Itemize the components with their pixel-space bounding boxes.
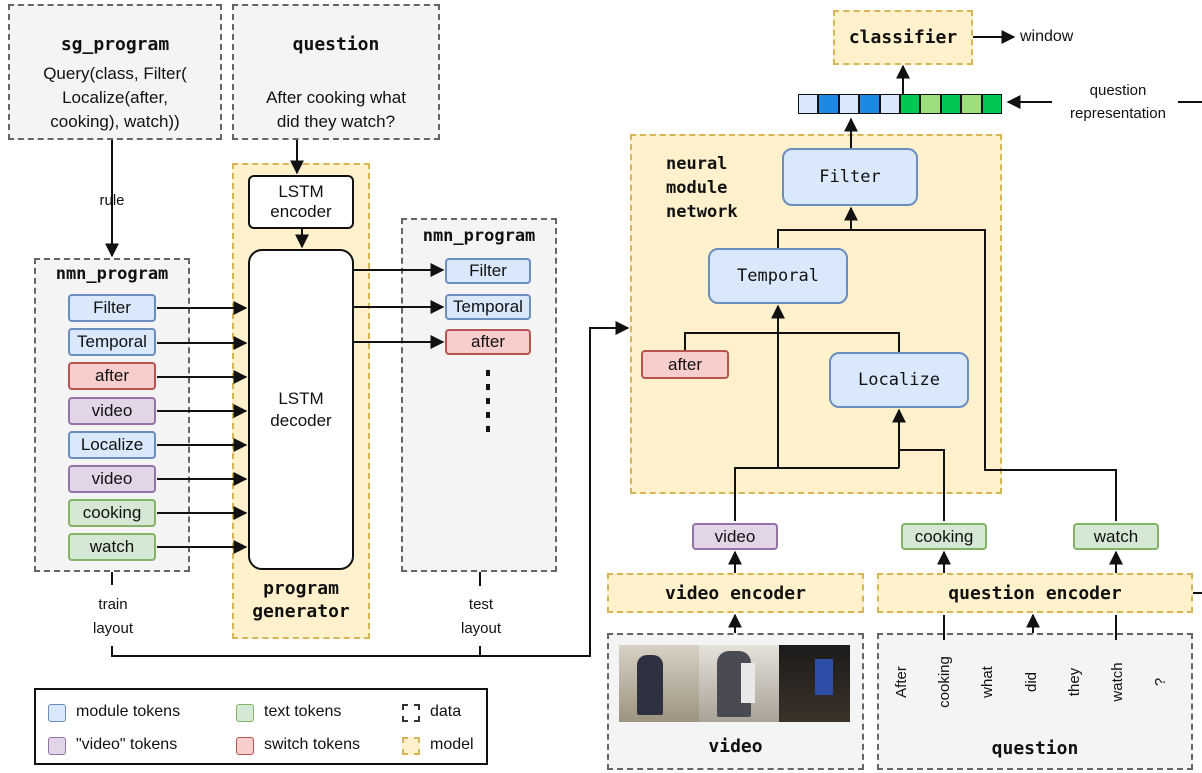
legend-video-label: "video" tokens [76,736,178,753]
video-frames-image [619,645,850,722]
sg-program-box [8,4,222,140]
feature-vector-cell [818,94,839,114]
input-watch-token: watch [1073,523,1159,550]
classifier-title: classifier [848,27,958,48]
nmn-right-token: after [445,329,531,355]
input-cooking-label: cooking [914,526,974,546]
program-generator-line2: generator [252,601,350,622]
left-token-arrows [157,301,248,554]
video-encoder-label: video encoder [665,582,806,604]
nmn-title-line3: network [666,202,738,222]
lstm-encoder-line1: LSTM [278,182,324,201]
feature-vector-cell [900,94,921,114]
feature-vector-cell [940,94,962,114]
feature-vector-cell [961,94,982,114]
nmn-left-token: video [68,396,156,425]
sg-program-line1: Query(class, Filter( [43,64,187,83]
nmn-temporal-label: Temporal [737,266,819,286]
train-layout-line1: train [98,596,128,613]
lstm-decoder-box: LSTM decoder [248,249,354,570]
question-box-line2: did they watch? [276,112,396,131]
nmn-localize-label: Localize [858,370,940,390]
video-cooking-to-localize [734,410,945,521]
sg-program-line3: cooking), watch)) [50,112,180,131]
question-encoder-label: question encoder [948,582,1122,604]
input-video-token: video [692,523,778,550]
classifier-box: classifier [833,10,973,65]
legend-module-label: module tokens [76,703,181,720]
nmn-left-token: cooking [68,499,156,528]
lstm-encoder-box: LSTM encoder [248,175,354,229]
legend-text-label: text tokens [264,703,342,720]
nmn-left-token: after [68,362,156,391]
nmn-right-token: Temporal [445,293,531,320]
question-box-line1: After cooking what [266,88,406,107]
question-box [232,4,440,140]
nmn-filter-label: Filter [819,167,881,187]
nmn-program-right-title: nmn_program [422,226,536,246]
question-data-label: question [991,738,1079,759]
nmn-after-token: after [641,350,729,379]
legend-video-swatch [48,737,66,755]
nmn-title-line1: neural [666,154,728,174]
legend-model-swatch [402,737,420,755]
input-video-label: video [714,526,756,546]
question-box-title: question [292,34,380,55]
sg-program-title: sg_program [60,34,170,55]
legend-data-label: data [430,703,462,720]
feature-vector-cell [981,94,1002,114]
video-encoder-box: video encoder [607,573,864,613]
feature-vector-cell [838,94,860,114]
question-encoder-box: question encoder [877,573,1193,613]
legend-data-swatch [402,704,420,722]
legend-model-label: model [430,736,474,753]
nmn-temporal-module: Temporal [708,248,848,304]
video-data-label: video [708,736,763,757]
feature-vector-cell [798,94,819,114]
nmn-right-token: Filter [445,258,531,284]
nmn-title-line2: module [666,178,728,198]
classifier-output: window [1020,28,1074,45]
layout-to-nmn-arrow [111,328,628,657]
nmn-filter-module: Filter [782,148,918,206]
feature-vector-cell [879,94,900,114]
after-localize-to-temporal [684,332,900,352]
question-representation-line2: representation [1070,105,1166,122]
train-layout-line2: layout [92,620,134,637]
nmn-left-token: Filter [68,294,156,322]
ellipsis-dots [486,370,490,432]
lstm-decoder-line2: decoder [270,410,332,430]
feature-vector-cell [920,94,941,114]
nmn-left-token: Localize [68,430,156,459]
legend-switch-swatch [236,737,254,755]
input-cooking-token: cooking [901,523,987,550]
nmn-left-token: video [68,465,156,493]
question-representation-line1: question [1089,82,1147,99]
program-generator-line1: program [263,578,339,599]
test-layout-line1: test [468,596,494,613]
question-data-box [877,633,1193,770]
nmn-after-label: after [667,354,703,374]
feature-vector-cell [859,94,880,114]
decoder-output-arrows [354,263,445,349]
nmn-left-token: watch [68,533,156,562]
legend-text-swatch [236,704,254,722]
sg-program-line2: Localize(after, [62,88,168,107]
legend-module-swatch [48,704,66,722]
nmn-program-left-title: nmn_program [55,264,169,284]
nmn-left-token: Temporal [68,328,156,357]
legend-switch-label: switch tokens [264,736,361,753]
test-layout-line2: layout [460,620,502,637]
input-watch-label: watch [1093,526,1139,546]
lstm-encoder-line2: encoder [270,202,332,221]
lstm-decoder-line1: LSTM [278,388,324,408]
